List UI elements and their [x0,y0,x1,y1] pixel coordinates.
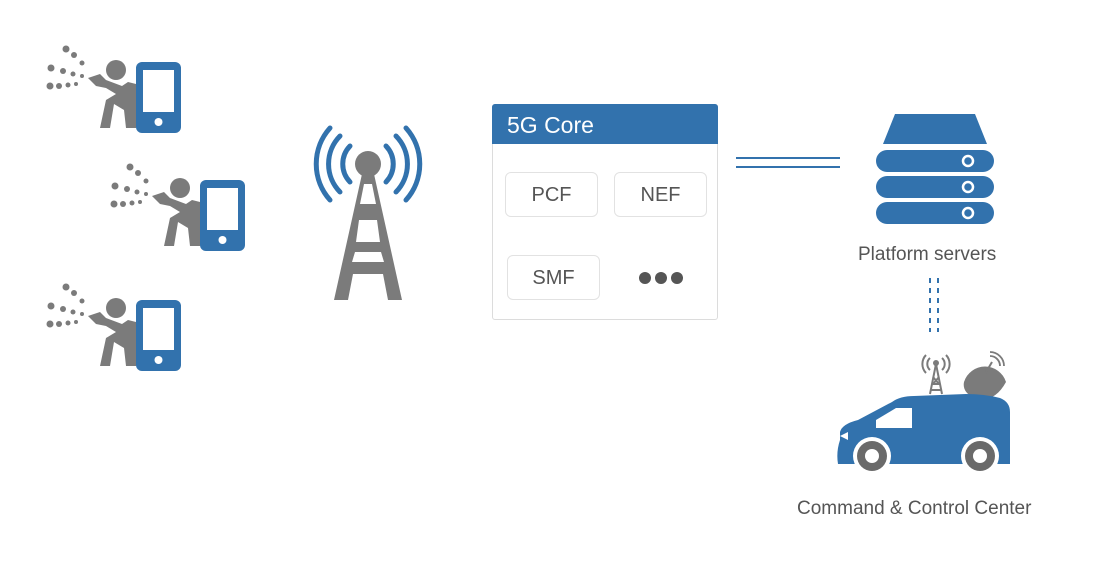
command-center-label: Command & Control Center [797,498,1032,519]
user-device-1 [46,45,181,133]
smartphone-icon [136,62,181,133]
5g-core-title: 5G Core [492,104,718,144]
signal-waves-icon [313,125,423,203]
nf-smf: SMF [507,255,600,300]
spray-dots-icon [110,163,149,208]
user-device-2 [110,163,245,251]
person-icon [88,298,136,366]
server-stack-icon [876,114,994,224]
nf-pcf: PCF [505,172,598,217]
platform-servers-label: Platform servers [858,244,997,265]
core-to-servers-link [736,157,840,168]
satellite-dish-icon [963,351,1006,400]
cell-tower-icon [313,125,423,300]
van-wheels [853,437,999,475]
smartphone-icon [200,180,245,251]
servers-to-command-link [929,278,939,332]
user-device-3 [46,283,181,371]
broadcast-van-icon [837,351,1010,475]
van-window [876,408,912,428]
5g-core-panel: 5G Core PCF NEF SMF [492,104,718,320]
more-functions-icon [639,272,683,284]
person-icon [88,60,136,128]
person-icon [152,178,200,246]
spray-dots-icon [46,45,85,90]
smartphone-icon [136,300,181,371]
nf-nef: NEF [614,172,707,217]
spray-dots-icon [46,283,85,328]
